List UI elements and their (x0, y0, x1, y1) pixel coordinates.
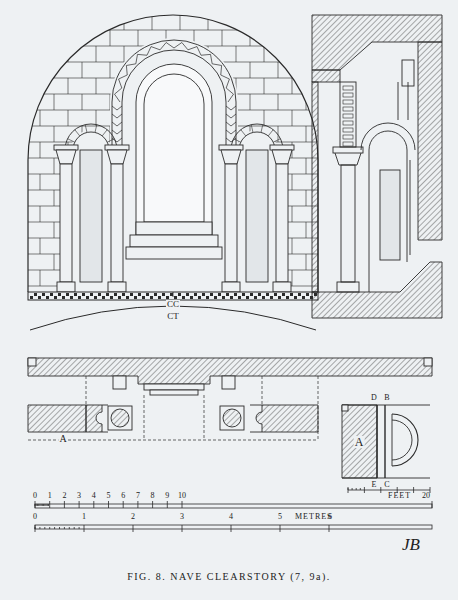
monogram: JB (402, 536, 420, 553)
scale-label: 10 (178, 492, 186, 500)
reference-letter: D (371, 394, 377, 402)
scale-label: 5 (278, 513, 282, 521)
scale-label: 2 (131, 513, 135, 521)
scale-label: 7 (136, 492, 140, 500)
scale-label: 4 (92, 492, 96, 500)
scale-label: 6 (121, 492, 125, 500)
section (312, 15, 442, 318)
elevation (28, 14, 318, 330)
reference-letter: CT (166, 312, 180, 321)
scale-label: METRES (295, 513, 333, 521)
scale-label: 9 (165, 492, 169, 500)
scale-label: 0 (33, 492, 37, 500)
scale-label: 2 (62, 492, 66, 500)
scale-label: 8 (151, 492, 155, 500)
figure-caption: FIG. 8. NAVE CLEARSTORY (7, 9a). (127, 572, 331, 582)
scale-label: 4 (229, 513, 233, 521)
scale-label: 3 (180, 513, 184, 521)
reference-letter: B (384, 394, 389, 402)
scale-label: 5 (107, 492, 111, 500)
scale-label: FEET (388, 492, 411, 500)
scale-label: 3 (77, 492, 81, 500)
reference-letter: CC (166, 300, 180, 309)
reference-letter: A (354, 436, 365, 448)
reference-letter: C (384, 481, 389, 489)
plan (28, 358, 432, 478)
scale-label: 6 (328, 513, 332, 521)
scale-bars (35, 487, 432, 532)
scale-label: 1 (82, 513, 86, 521)
scale-label: 0 (33, 513, 37, 521)
reference-letter: E (372, 481, 377, 489)
reference-letter: A (58, 434, 67, 444)
scale-label: 20 (422, 492, 430, 500)
scale-label: 1 (48, 492, 52, 500)
